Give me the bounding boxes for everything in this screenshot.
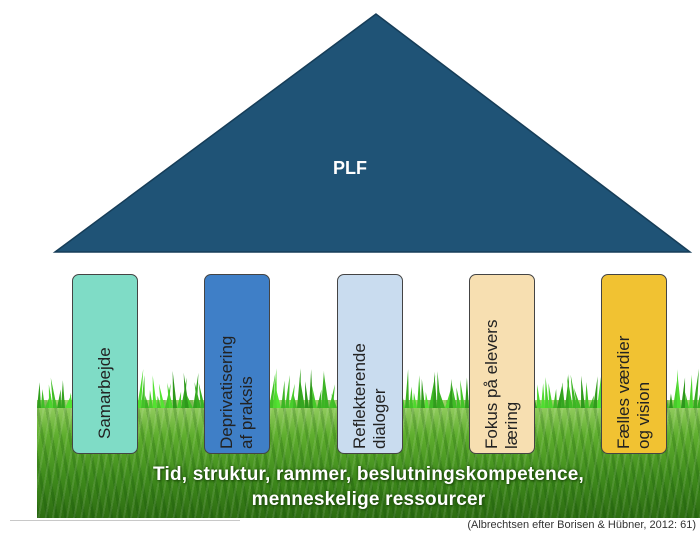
pillar-fokus-paa-laering: Fokus på elevers læring (469, 274, 535, 454)
grass-blade (299, 377, 305, 408)
grass-blade (561, 382, 565, 408)
grass-blade (141, 375, 145, 408)
pillar-samarbejde: Samarbejde (72, 274, 138, 454)
grass-blade (456, 387, 461, 408)
grass-blade (541, 383, 545, 408)
grass-blade (285, 374, 290, 408)
grass-blade (685, 392, 689, 408)
pillar-deprivatisering: Deprivatisering af praksis (204, 274, 270, 454)
grass-blade (425, 392, 429, 408)
grass-blade (689, 374, 693, 408)
grass-blade (293, 394, 297, 408)
grass-blade (673, 380, 678, 408)
pillar-label: Deprivatisering af praksis (217, 335, 256, 449)
grass-blade (57, 389, 61, 408)
grass-blade (149, 389, 153, 408)
grass-blade (177, 391, 182, 408)
grass-blade (597, 368, 602, 408)
grass-blade (41, 389, 45, 408)
grass-blade (297, 368, 301, 408)
grass-blade (567, 375, 573, 408)
grass-blade (445, 386, 452, 408)
grass-blade (61, 380, 65, 408)
pillar-faelles-vaerdier: Fælles værdier og vision (601, 274, 667, 454)
grass-blade (465, 377, 469, 408)
grass-blade (409, 386, 413, 408)
grass-blade (417, 375, 421, 408)
grass-blade (570, 374, 577, 408)
foundation-text-line2: menneskelige ressourcer (251, 489, 486, 510)
grass-blade (309, 369, 313, 408)
grass-blade (433, 371, 437, 408)
grass-blade (305, 381, 309, 408)
grass-blade (145, 395, 149, 408)
grass-blade (311, 385, 317, 408)
grass-blade (460, 380, 465, 408)
grass-blade (593, 376, 598, 408)
grass-blade (321, 370, 325, 408)
roof-label: PLF (333, 158, 367, 178)
pillar-label: Fælles værdier og vision (614, 335, 653, 449)
grass-blade (274, 383, 281, 408)
grass-blade (405, 369, 409, 408)
grass-blade (152, 375, 157, 408)
grass-blade (548, 382, 553, 408)
grass-blade (317, 389, 322, 408)
grass-blade (681, 377, 686, 408)
pillar-label: Reflekterende dialoger (350, 343, 389, 449)
grass-blade (281, 380, 285, 408)
grass-blade (167, 382, 173, 408)
grass-blade (537, 384, 541, 408)
grass-blade (545, 377, 549, 408)
grass-blade (429, 374, 436, 408)
grass-blade (194, 382, 201, 408)
foundation-text-line1: Tid, struktur, rammer, beslutningskompet… (153, 464, 584, 485)
grass-blade (198, 382, 205, 408)
grass-blade (157, 395, 161, 408)
pillar-label: Fokus på elevers læring (482, 319, 521, 449)
grass-blade (581, 375, 585, 408)
pillar-label: Samarbejde (95, 347, 114, 439)
grass-blade (186, 393, 193, 408)
grass-blade (37, 382, 41, 408)
grass-blade (677, 369, 681, 408)
grass-blade (557, 383, 563, 408)
citation: (Albrechtsen efter Borisen & Hübner, 201… (467, 519, 696, 531)
grass-blade (553, 388, 557, 408)
grass-blade (449, 378, 453, 408)
grass-blade (50, 377, 57, 408)
grass-blade (331, 393, 337, 408)
grass-blade (693, 368, 699, 408)
footer-rule (10, 520, 240, 521)
grass-blade (574, 388, 581, 408)
grass-blade (48, 384, 53, 408)
grass-blade (421, 378, 425, 408)
grass-blade (589, 395, 594, 408)
grass-blade (669, 393, 673, 408)
grass-blade (585, 382, 589, 408)
grass-blade (451, 383, 457, 408)
pillar-reflekterende-dialoger: Reflekterende dialoger (337, 274, 403, 454)
grass-blade (413, 392, 417, 408)
grass-blade (172, 370, 177, 408)
grass-blade (273, 368, 277, 408)
roof-triangle (52, 13, 693, 253)
